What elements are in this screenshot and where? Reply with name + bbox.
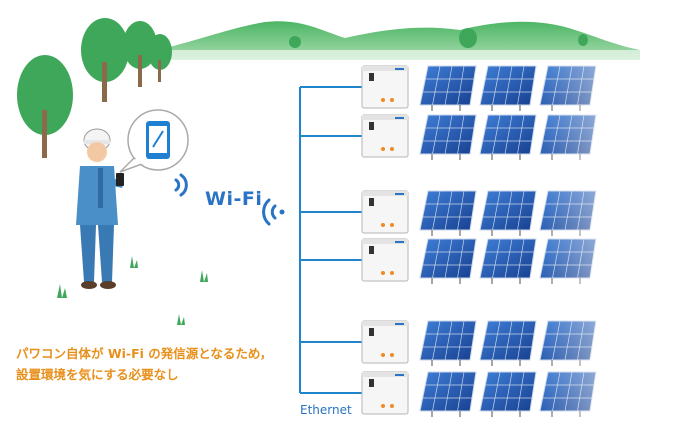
solar-panel: [479, 114, 537, 160]
smartphone-icon: [146, 121, 170, 159]
inverter: [361, 190, 409, 234]
network-lines: [299, 86, 362, 394]
speech-bubble: [119, 109, 189, 173]
solar-panel: [419, 371, 477, 417]
hills: [150, 21, 650, 62]
caption-line-1: パワコン自体が Wi-Fi の発信源となるため，: [16, 346, 273, 361]
solar-panel: [419, 320, 477, 366]
solar-panel: [479, 238, 537, 284]
trees: [17, 18, 588, 158]
inverter: [361, 114, 409, 158]
solar-panel: [479, 320, 537, 366]
wifi-signal-icon: [174, 173, 188, 197]
solar-panel: [419, 190, 477, 236]
wifi-label: Wi-Fi: [205, 188, 263, 210]
solar-panel: [479, 65, 537, 111]
solar-panel: [419, 114, 477, 160]
solar-panel: [479, 371, 537, 417]
solar-panel: [419, 65, 477, 111]
fade-overlay: [540, 60, 660, 430]
wifi-signal-icon: [262, 198, 285, 226]
inverter: [361, 238, 409, 282]
solar-panel: [419, 238, 477, 284]
inverter: [361, 65, 409, 109]
inverter: [361, 320, 409, 364]
ethernet-label: Ethernet: [300, 403, 352, 417]
grass-tufts: [57, 256, 208, 325]
solar-panel: [479, 190, 537, 236]
caption-line-2: 設置環境を気にする必要なし: [16, 367, 179, 382]
inverter: [361, 371, 409, 415]
worker-figure: [76, 128, 124, 289]
caption: パワコン自体が Wi-Fi の発信源となるため， 設置環境を気にする必要なし: [16, 343, 272, 385]
